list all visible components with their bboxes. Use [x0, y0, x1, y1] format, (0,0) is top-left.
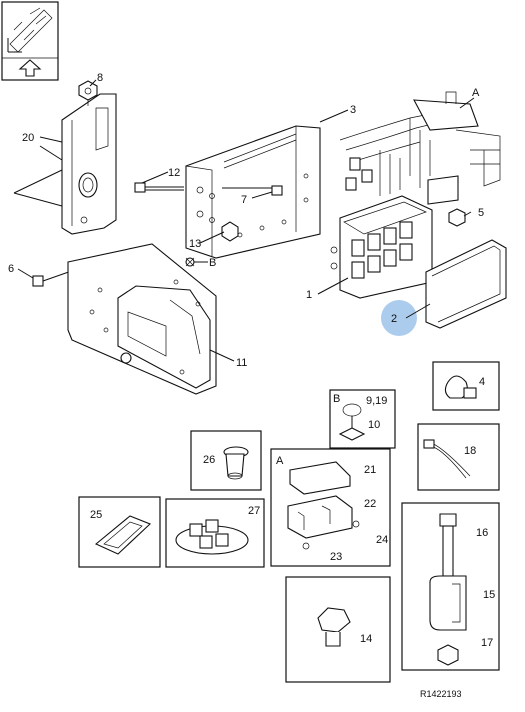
part-11-base-plate	[67, 243, 217, 395]
callout-11: 11	[236, 357, 247, 369]
nut-5	[448, 208, 466, 227]
callout-15: 15	[483, 589, 495, 601]
leader-lines	[17, 79, 475, 362]
nut-8	[78, 80, 98, 106]
callout-13: 13	[189, 238, 201, 250]
callout-23: 23	[330, 551, 342, 563]
bolt-7	[222, 185, 283, 196]
inset-part-27	[165, 498, 265, 568]
part-20-side-bracket	[13, 93, 117, 235]
callout-9-19: 9,19	[366, 395, 387, 407]
orientation-arrow-icon	[2, 7, 58, 59]
callout-8: 8	[97, 72, 103, 84]
inset-b-clip	[329, 389, 396, 449]
inset-part-4	[432, 361, 500, 411]
callout-24: 24	[376, 534, 388, 546]
callout-a-box: A	[276, 455, 284, 467]
callout-20: 20	[22, 132, 34, 144]
callout-5: 5	[478, 207, 484, 219]
part-2-cover	[425, 239, 507, 329]
callout-18: 18	[464, 445, 476, 457]
callout-10: 10	[368, 419, 380, 431]
orientation-indicator	[1, 1, 59, 81]
highlight-marker	[381, 300, 417, 336]
inset-part-25	[78, 496, 161, 568]
callout-6: 6	[8, 263, 14, 275]
callout-25: 25	[90, 509, 102, 521]
part-1-fuse-box	[330, 195, 433, 299]
up-arrow-icon	[18, 59, 42, 77]
callout-14: 14	[360, 633, 372, 645]
callout-27: 27	[248, 505, 260, 517]
callout-21: 21	[364, 464, 376, 476]
callout-16: 16	[476, 527, 488, 539]
callout-a-main: A	[472, 87, 480, 99]
inset-parts-15-17	[401, 502, 500, 671]
part-3-mounting-plate	[185, 125, 321, 259]
callout-b-box: B	[333, 393, 340, 405]
callout-22: 22	[364, 498, 376, 510]
inset-part-18	[417, 423, 500, 491]
callout-b-main: B	[209, 257, 216, 269]
callout-1: 1	[306, 289, 312, 301]
callout-2: 2	[391, 313, 397, 325]
nut-13	[221, 221, 239, 242]
callout-7: 7	[241, 194, 247, 206]
callout-3: 3	[350, 104, 356, 116]
inset-a-relay-holder	[270, 448, 391, 567]
clip-b	[185, 257, 195, 267]
inset-part-14	[285, 576, 391, 683]
callout-12: 12	[168, 167, 180, 179]
callout-17: 17	[481, 637, 493, 649]
callout-labels: 8 20 3 A 12 7 13 B 6 5 1 2 11 4 B 9,19 1…	[8, 72, 495, 649]
callout-26: 26	[203, 454, 215, 466]
callout-4: 4	[479, 376, 485, 388]
inset-part-26	[190, 430, 262, 491]
wiring-harness-a	[339, 91, 501, 205]
reference-number: R1422193	[420, 689, 462, 699]
bolt-12	[134, 182, 184, 193]
